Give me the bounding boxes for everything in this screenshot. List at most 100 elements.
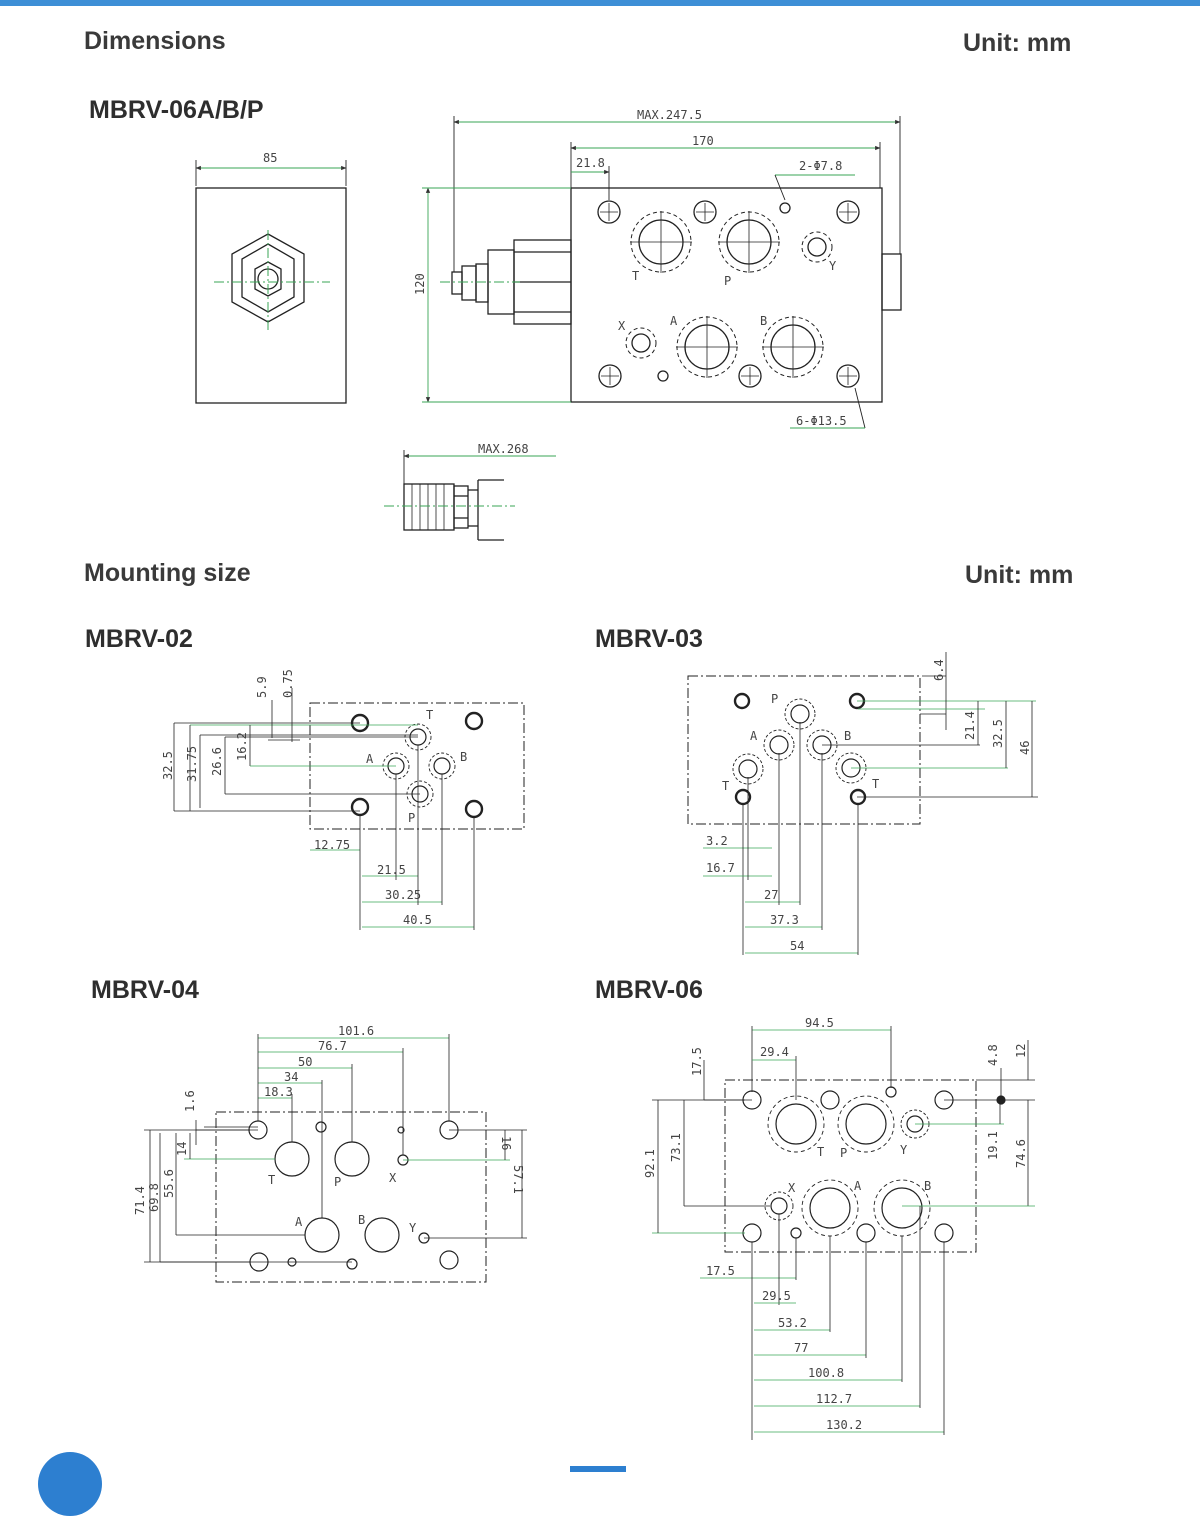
- m06-dim-17-5: 17.5: [706, 1264, 735, 1278]
- m03-dim-6-4: 6.4: [932, 659, 946, 681]
- m02-dim-16-2: 16.2: [235, 732, 249, 761]
- dim-120: 120: [413, 273, 427, 295]
- m06-port-b: B: [924, 1179, 931, 1193]
- m06-port-x: X: [788, 1181, 796, 1195]
- dim-6-phi-13-5: 6-Φ13.5: [796, 414, 847, 428]
- m04-dim-16: 16: [499, 1136, 513, 1150]
- m04-dim-34: 34: [284, 1070, 298, 1084]
- port-y-label: Y: [829, 259, 837, 273]
- model-title-mbrv06: MBRV-06: [595, 976, 703, 1004]
- m03-port-t-left: T: [722, 779, 729, 793]
- technical-drawings: 85: [133, 108, 1038, 1440]
- m03-port-b: B: [844, 729, 851, 743]
- model-title-mbrv03: MBRV-03: [595, 625, 703, 653]
- m04-dim-1-6: 1.6: [183, 1090, 197, 1112]
- m03-dim-37-3: 37.3: [770, 913, 799, 927]
- mbrv02-drawing: [173, 688, 525, 930]
- front-view-drawing: [195, 160, 347, 404]
- m03-dim-3-2: 3.2: [706, 834, 728, 848]
- m04-port-p: P: [334, 1175, 341, 1189]
- dim-2-phi-7-8: 2-Φ7.8: [799, 159, 842, 173]
- mounting-heading: Mounting size: [84, 559, 251, 587]
- m06-port-t: T: [817, 1145, 824, 1159]
- m03-dim-27: 27: [764, 888, 778, 902]
- port-t-label: T: [632, 269, 639, 283]
- m06-dim-12: 12: [1014, 1044, 1028, 1058]
- m06-dim-29-5: 29.5: [762, 1289, 791, 1303]
- port-p-label: P: [724, 274, 731, 288]
- m06-dim-77: 77: [794, 1341, 808, 1355]
- m06-dim-100-8: 100.8: [808, 1366, 844, 1380]
- m03-dim-46: 46: [1018, 741, 1032, 755]
- m04-dim-57-1: 57.1: [511, 1165, 525, 1194]
- m02-port-a: A: [366, 752, 374, 766]
- model-title-mbrv06abp: MBRV-06A/B/P: [89, 96, 264, 124]
- m04-port-t: T: [268, 1173, 275, 1187]
- m04-dim-50: 50: [298, 1055, 312, 1069]
- dim-max-268: MAX.268: [478, 442, 529, 456]
- m02-dim-12-75: 12.75: [314, 838, 350, 852]
- m04-dim-18-3: 18.3: [264, 1085, 293, 1099]
- mbrv06-drawing: [652, 1026, 1035, 1440]
- mbrv04-drawing: [144, 1034, 527, 1283]
- m04-port-x: X: [389, 1171, 397, 1185]
- m03-dim-32-5: 32.5: [991, 719, 1005, 748]
- model-title-mbrv04: MBRV-04: [91, 976, 199, 1004]
- m06-dim-74-6: 74.6: [1014, 1139, 1028, 1168]
- m04-dim-55-6: 55.6: [162, 1169, 176, 1198]
- m02-dim-26-6: 26.6: [210, 747, 224, 776]
- m02-dim-21-5: 21.5: [377, 863, 406, 877]
- side-view-drawing: [422, 116, 902, 429]
- dim-max-247-5: MAX.247.5: [637, 108, 702, 122]
- m06-dim-4-8: 4.8: [986, 1044, 1000, 1066]
- m06-port-p: P: [840, 1146, 847, 1160]
- m04-dim-76-7: 76.7: [318, 1039, 347, 1053]
- dim-85: 85: [263, 151, 277, 165]
- port-x-label: X: [618, 319, 626, 333]
- m03-port-a: A: [750, 729, 758, 743]
- m06-dim-112-7: 112.7: [816, 1392, 852, 1406]
- mounting-unit: Unit: mm: [965, 561, 1074, 589]
- m06-dim-19-1: 19.1: [986, 1131, 1000, 1160]
- m04-port-y: Y: [409, 1221, 417, 1235]
- m04-port-a: A: [295, 1215, 303, 1229]
- m03-port-t-right: T: [872, 777, 879, 791]
- m03-dim-54: 54: [790, 939, 804, 953]
- m02-dim-0-75: 0.75: [281, 669, 295, 698]
- m02-dim-5-9: 5.9: [255, 676, 269, 698]
- m02-dim-32-5: 32.5: [161, 751, 175, 780]
- m06-dim-17-5-v: 17.5: [690, 1047, 704, 1076]
- mbrv03-drawing: [687, 652, 1038, 955]
- m02-dim-40-5: 40.5: [403, 913, 432, 927]
- m06-dim-94-5: 94.5: [805, 1016, 834, 1030]
- m02-port-p: P: [408, 811, 415, 825]
- m03-dim-21-4: 21.4: [963, 711, 977, 740]
- m04-dim-101-6: 101.6: [338, 1024, 374, 1038]
- m06-dim-92-1: 92.1: [643, 1149, 657, 1178]
- dimensions-heading: Dimensions: [84, 27, 226, 55]
- m06-port-a: A: [854, 1179, 862, 1193]
- m04-port-b: B: [358, 1213, 365, 1227]
- m02-port-b: B: [460, 750, 467, 764]
- dim-21-8: 21.8: [576, 156, 605, 170]
- knob-view-drawing: [384, 450, 556, 541]
- m03-dim-16-7: 16.7: [706, 861, 735, 875]
- m06-dim-29-4: 29.4: [760, 1045, 789, 1059]
- m06-dim-130-2: 130.2: [826, 1418, 862, 1432]
- port-a-label: A: [670, 314, 678, 328]
- dimensions-unit: Unit: mm: [963, 29, 1072, 57]
- m06-dim-53-2: 53.2: [778, 1316, 807, 1330]
- m06-port-y: Y: [900, 1143, 908, 1157]
- port-b-label: B: [760, 314, 767, 328]
- m04-dim-71-4: 71.4: [133, 1186, 147, 1215]
- brand-logo: [38, 1452, 102, 1516]
- footer-accent: [570, 1466, 626, 1472]
- m06-dim-73-1: 73.1: [669, 1133, 683, 1162]
- dim-170: 170: [692, 134, 714, 148]
- model-title-mbrv02: MBRV-02: [85, 625, 193, 653]
- m04-dim-14: 14: [175, 1142, 189, 1156]
- m02-dim-30-25: 30.25: [385, 888, 421, 902]
- top-accent-bar: [0, 0, 1200, 6]
- m04-dim-69-8: 69.8: [147, 1183, 161, 1212]
- m02-dim-31-75: 31.75: [185, 746, 199, 782]
